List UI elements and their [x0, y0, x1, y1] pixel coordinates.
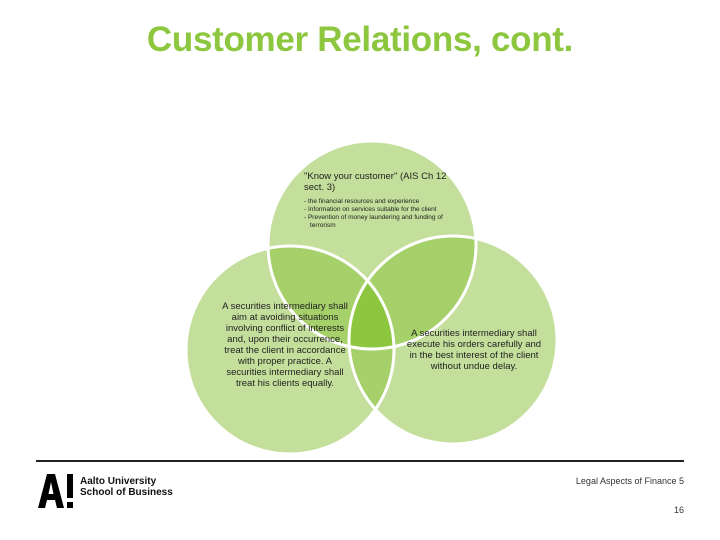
course-name: Legal Aspects of Finance 5	[575, 476, 684, 486]
bullet-item: - the financial resources and experience	[304, 198, 420, 205]
page-number: 16	[673, 505, 684, 515]
venn-overlap-top-left	[268, 246, 394, 349]
right-circle-text: A securities intermediary shall execute …	[406, 328, 542, 372]
logo-line-2: School of Business	[80, 487, 173, 498]
slide-title: Customer Relations, cont.	[146, 20, 574, 59]
bullet-item: - Prevention of money laundering and fun…	[304, 214, 443, 229]
logo-line-1: Aalto University	[80, 476, 157, 487]
bullet-item: - Information on services suitable for t…	[304, 206, 437, 213]
footer-divider	[36, 460, 684, 462]
top-circle-bullets: - the financial resources and experience…	[304, 198, 454, 230]
top-circle-heading: "Know your customer" (AIS Ch 12 sect. 3)	[304, 171, 447, 193]
aalto-a-icon	[38, 474, 73, 508]
left-circle-text: A securities intermediary shall aim at a…	[222, 301, 348, 389]
logo-text: Aalto University School of Business	[80, 476, 210, 498]
